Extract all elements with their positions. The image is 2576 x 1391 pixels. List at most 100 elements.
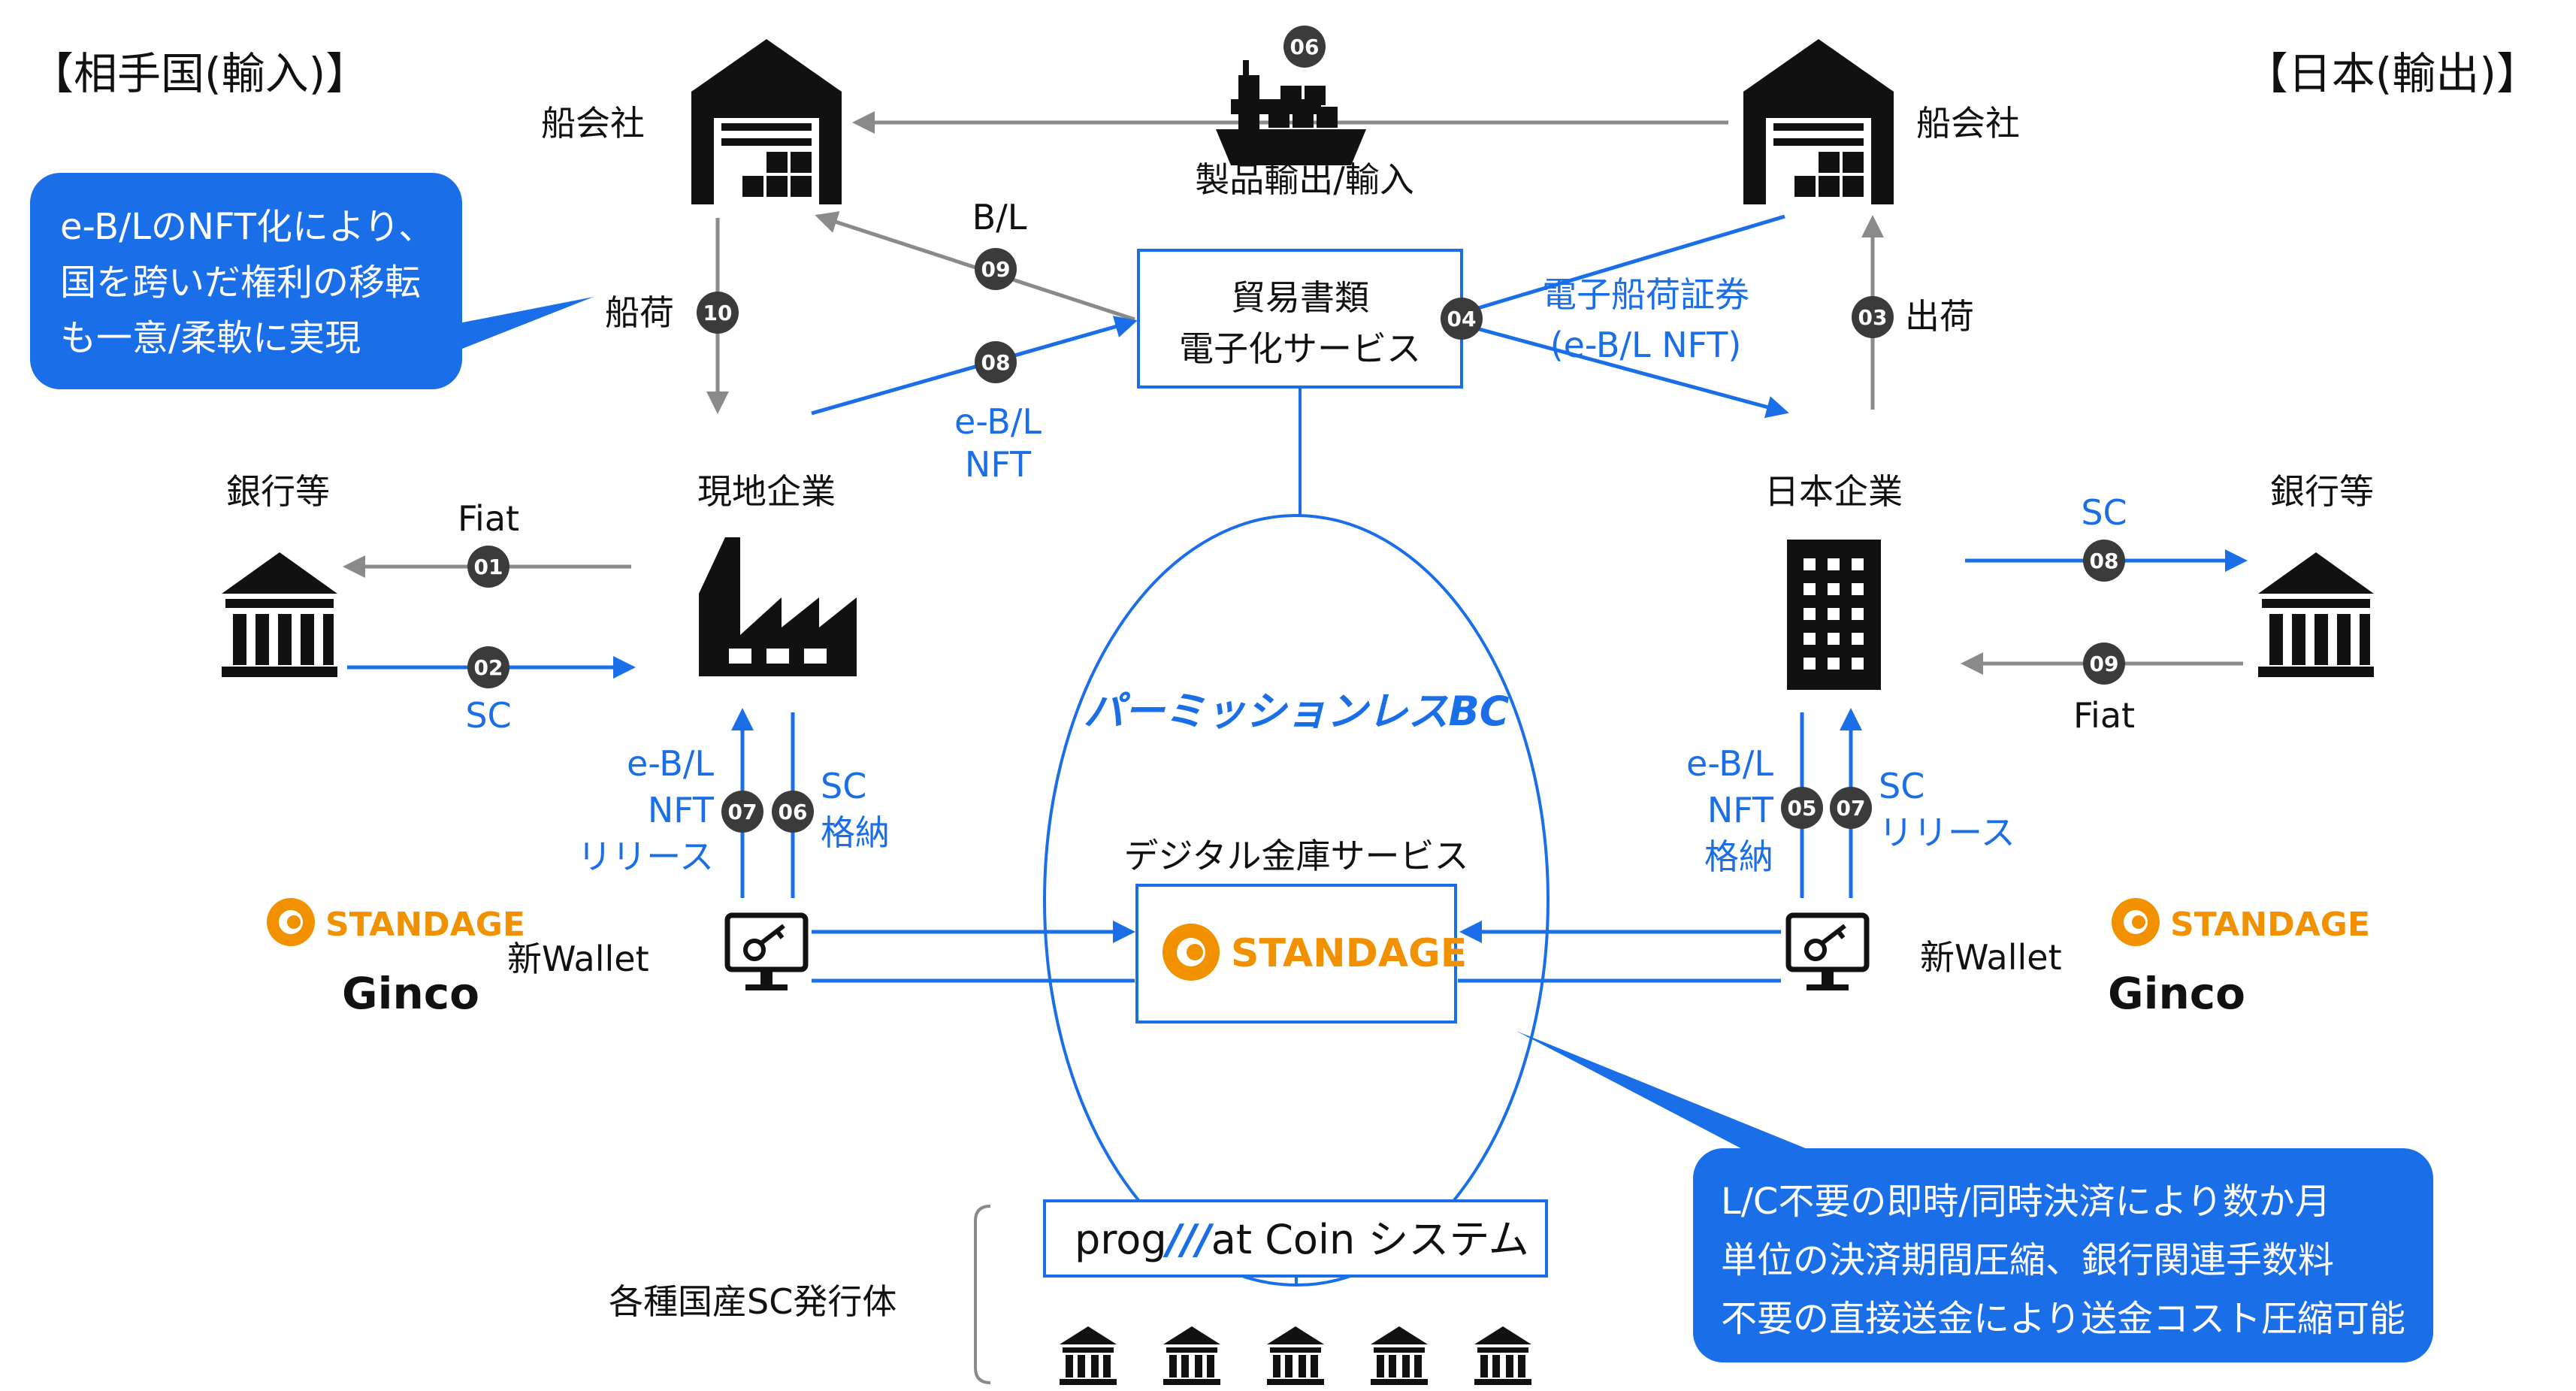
issuer-bank-icon-3	[1267, 1326, 1324, 1385]
issuer-bank-icon-4	[1371, 1326, 1428, 1385]
digital-vault-label: デジタル金庫サービス	[1123, 836, 1468, 876]
ginco-logo-left: Ginco	[342, 968, 479, 1019]
step-09-label: B/L	[972, 197, 1027, 237]
permissionless-bc-label: パーミッションレスBC	[1084, 688, 1510, 735]
svg-text:09: 09	[981, 257, 1011, 282]
japan-company-label: 日本企業	[1764, 471, 1903, 512]
step-05-label-2: NFT	[1707, 790, 1774, 830]
step-badge-02: 02	[467, 646, 509, 688]
svg-text:STANDAGE: STANDAGE	[2170, 906, 2370, 944]
ebl-nft-arrow-08	[811, 316, 1138, 416]
ginco-logo-right: Ginco	[2108, 968, 2245, 1019]
svg-text:10: 10	[703, 301, 733, 325]
standage-logo-right: STANDAGE	[2112, 898, 2370, 946]
progmat-coin-system-box: prog///at Coin システム	[1043, 1199, 1548, 1278]
svg-text:貿易書類: 貿易書類	[1231, 277, 1369, 318]
local-company-label: 現地企業	[697, 471, 836, 512]
step-07-right-label-1: SC	[1879, 766, 1924, 806]
svg-text:も一意/柔軟に実現: も一意/柔軟に実現	[60, 317, 361, 359]
step-06-left-label-1: SC	[821, 766, 866, 806]
svg-text:07: 07	[1837, 796, 1866, 821]
callout-bottom-right: L/C不要の即時/同時決済により数か月 単位の決済期間圧縮、銀行関連手数料 不要…	[1516, 1031, 2433, 1362]
step-08-right-label: SC	[2081, 492, 2127, 533]
step-09-right-label: Fiat	[2073, 695, 2135, 736]
svg-text:prog///at Coin システム: prog///at Coin システム	[1075, 1216, 1529, 1263]
step-07-left-label-1: e-B/L	[627, 743, 714, 784]
svg-text:国を跨いだ権利の移転: 国を跨いだ権利の移転	[60, 262, 421, 304]
step-badge-07-right: 07	[1830, 787, 1872, 829]
vault-standage-logo: STANDAGE	[1231, 931, 1467, 976]
step-05-label-3: 格納	[1704, 836, 1773, 877]
step-07-left-label-3: リリース	[577, 836, 714, 877]
svg-text:07: 07	[728, 800, 757, 824]
step-01-label: Fiat	[458, 498, 519, 539]
svg-text:STANDAGE: STANDAGE	[325, 906, 525, 944]
wallet-monitor-icon-right[interactable]	[1785, 912, 1870, 990]
svg-text:02: 02	[474, 655, 503, 680]
svg-text:08: 08	[981, 350, 1011, 375]
shipping-co-right-label: 船会社	[1916, 103, 2020, 144]
svg-text:不要の直接送金により送金コスト圧縮可能: 不要の直接送金により送金コスト圧縮可能	[1721, 1298, 2405, 1340]
ship-icon	[1216, 60, 1366, 165]
step-06-label: 製品輸出/輸入	[1195, 159, 1414, 200]
wallet-right-label: 新Wallet	[1920, 937, 2062, 978]
step-08-label-2: NFT	[965, 444, 1032, 485]
svg-text:01: 01	[474, 555, 503, 579]
sc-issuers-label: 各種国産SC発行体	[609, 1281, 896, 1322]
wallet-left-label: 新Wallet	[507, 939, 649, 979]
factory-icon	[699, 537, 857, 676]
office-building-icon	[1787, 540, 1881, 690]
svg-text:電子化サービス: 電子化サービス	[1179, 328, 1421, 369]
svg-text:03: 03	[1858, 305, 1888, 330]
standage-logo-left: STANDAGE	[267, 898, 525, 946]
svg-text:04: 04	[1447, 307, 1477, 331]
step-06-left-label-2: 格納	[821, 812, 890, 853]
ebl-arrow-to-japan-co	[1465, 323, 1789, 419]
step-05-label-1: e-B/L	[1686, 743, 1773, 784]
trade-docs-box: 貿易書類 電子化サービス	[1137, 249, 1463, 389]
svg-text:05: 05	[1788, 796, 1817, 821]
svg-text:08: 08	[2090, 549, 2119, 573]
step-badge-04: 04	[1441, 298, 1483, 340]
step-badge-07-left: 07	[721, 791, 763, 833]
svg-text:e-B/LのNFT化により、: e-B/LのNFT化により、	[60, 206, 434, 248]
step-badge-10: 10	[697, 292, 739, 334]
issuer-bank-icon-2	[1163, 1326, 1220, 1385]
bank-left-label: 銀行等	[226, 471, 330, 512]
step-badge-06: 06	[1283, 26, 1326, 68]
step-07-right-label-2: リリース	[1879, 812, 2015, 853]
bank-icon-left	[222, 552, 337, 677]
shipping-co-left-label: 船会社	[541, 103, 645, 144]
svg-text:09: 09	[2090, 652, 2119, 676]
ebl-line-to-warehouse	[1465, 214, 1785, 314]
issuer-bank-icon-1	[1060, 1326, 1117, 1385]
callout-top-left: e-B/LのNFT化により、 国を跨いだ権利の移転 も一意/柔軟に実現	[30, 173, 594, 389]
svg-text:06: 06	[779, 800, 808, 824]
step-badge-09-right: 09	[2083, 643, 2125, 685]
svg-text:L/C不要の即時/同時決済により数か月: L/C不要の即時/同時決済により数か月	[1721, 1181, 2331, 1223]
step-badge-08: 08	[975, 341, 1017, 383]
warehouse-icon-left	[691, 39, 842, 204]
step-04-label-2: (e-B/L NFT)	[1550, 325, 1742, 365]
step-02-label: SC	[465, 695, 511, 736]
issuer-bank-icon-5	[1474, 1326, 1531, 1385]
step-badge-09: 09	[975, 248, 1017, 290]
step-07-left-label-2: NFT	[648, 790, 715, 830]
digital-vault-box: STANDAGE	[1135, 884, 1467, 1024]
region-left-label: 【相手国(輸入)】	[30, 48, 369, 99]
step-03-label: 出荷	[1905, 296, 1974, 337]
warehouse-icon-right	[1743, 39, 1894, 204]
bank-right-label: 銀行等	[2270, 471, 2374, 512]
step-badge-03: 03	[1852, 296, 1894, 338]
step-badge-06-left: 06	[772, 791, 814, 833]
step-badge-05: 05	[1781, 787, 1823, 829]
step-badge-08-right: 08	[2083, 540, 2125, 582]
step-08-label-1: e-B/L	[954, 401, 1042, 442]
step-04-label-1: 電子船荷証券	[1542, 274, 1749, 315]
svg-text:単位の決済期間圧縮、銀行関連手数料: 単位の決済期間圧縮、銀行関連手数料	[1721, 1239, 2334, 1281]
issuers-bracket	[974, 1205, 991, 1384]
svg-text:06: 06	[1290, 35, 1320, 59]
step-10-label: 船荷	[605, 292, 674, 333]
region-right-label: 【日本(輸出)】	[2245, 48, 2540, 99]
wallet-monitor-icon-left[interactable]	[724, 912, 809, 990]
